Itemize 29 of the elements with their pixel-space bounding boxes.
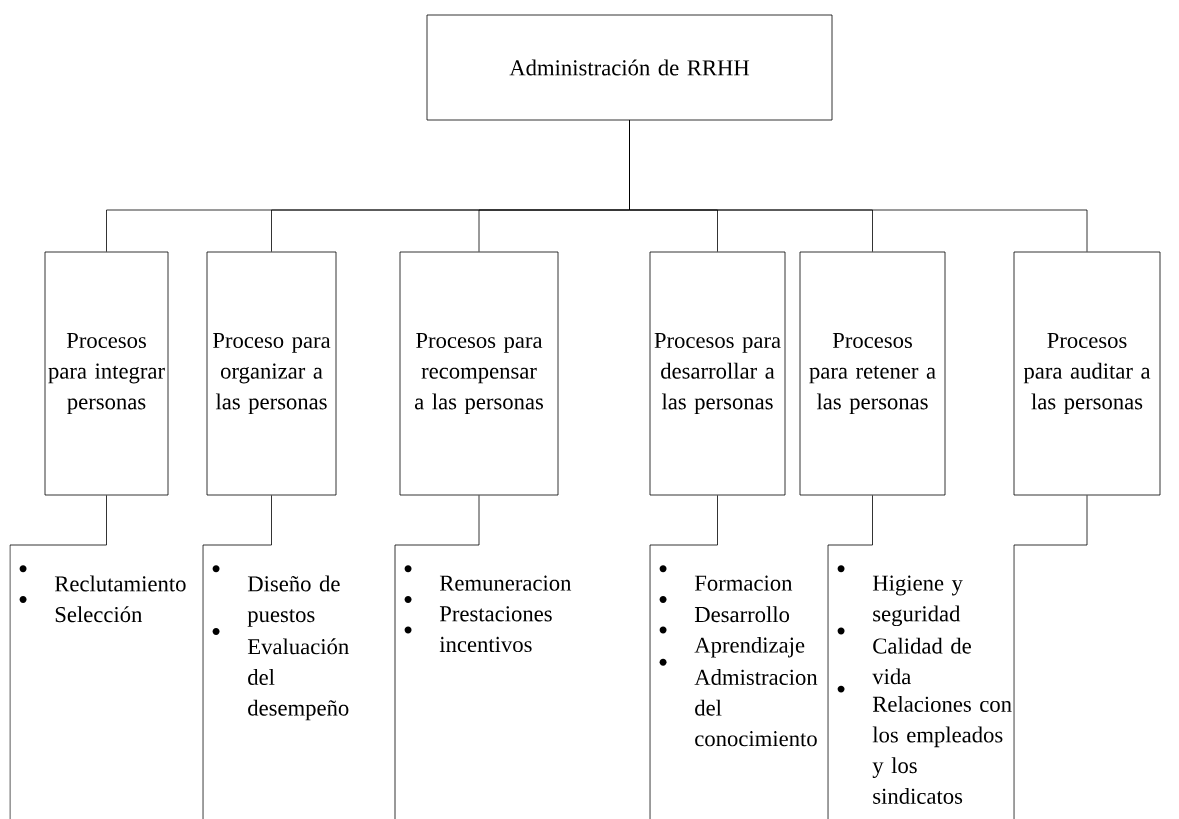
bullet-item: Calidad de vida <box>837 627 971 685</box>
connector-line <box>106 495 107 546</box>
bullet-item: Prestaciones <box>404 595 552 622</box>
connector-line <box>872 495 873 546</box>
process-box: Proceso para organizar a las personas <box>206 251 337 496</box>
bullet-item: Selección <box>19 595 143 623</box>
process-box: Procesos para desarrollar a las personas <box>649 251 786 496</box>
process-box: Procesos para recompensar a las personas <box>399 251 559 496</box>
bullet-item: Higiene y seguridad <box>837 565 963 627</box>
bullet-item: Desarrollo <box>659 595 790 623</box>
bullet-item: Remuneracion <box>404 565 572 591</box>
connector-line <box>1086 495 1088 546</box>
connector-line <box>271 495 272 546</box>
connector-line <box>478 495 480 546</box>
bullet-item: Formacion <box>659 565 793 591</box>
bullet-item: incentivos <box>404 626 532 653</box>
bullet-item: Aprendizaje <box>659 626 805 658</box>
process-box: Procesos para integrar personas <box>44 251 169 496</box>
process-box: Procesos para retener a las personas <box>799 251 946 496</box>
title-box: Administración de RRHH <box>426 14 833 121</box>
list-bracket <box>1013 544 1088 819</box>
connector-line <box>717 495 718 546</box>
process-box: Procesos para auditar a las personas <box>1013 251 1161 496</box>
bullet-item: Diseño de puestos <box>212 565 340 627</box>
connector-line <box>629 120 1088 252</box>
bullet-item: Reclutamiento <box>19 565 186 592</box>
bullet-item: Admistracion del conocimiento <box>659 658 818 747</box>
bullet-item: Relaciones con los empleados y los sindicatos <box>837 685 1012 804</box>
bullet-item: Evaluación del desempeño <box>212 628 349 721</box>
